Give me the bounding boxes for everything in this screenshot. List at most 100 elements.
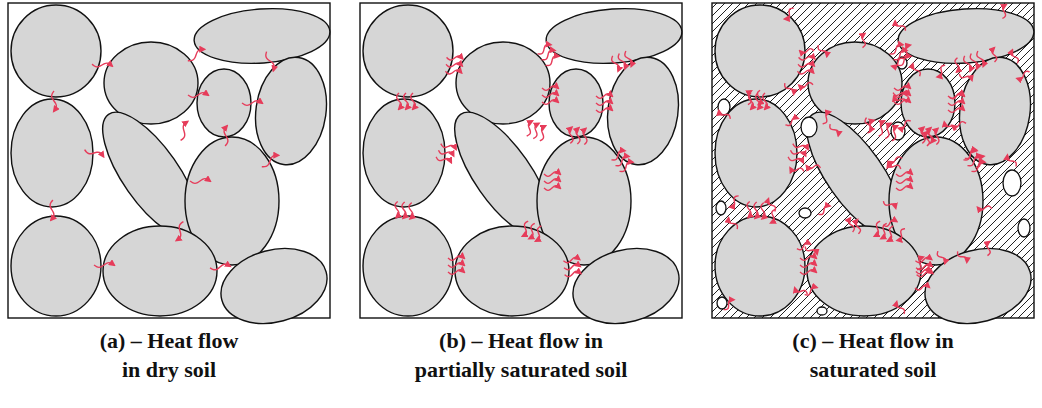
heat-flow-arrow [888, 157, 902, 163]
heat-flow-arrow [536, 226, 541, 241]
heat-flow-arrow [409, 203, 413, 219]
heat-flow-arrow [897, 56, 910, 66]
heat-flow-arrow [563, 257, 579, 262]
heat-flow-arrow [177, 222, 184, 241]
heat-flow-arrow [797, 70, 813, 74]
heat-flow-arrow [883, 201, 895, 208]
heat-flow-arrow [719, 111, 730, 119]
heat-flow-arrow [542, 86, 558, 91]
panel-caption: (a) – Heat flow in dry soil [94, 326, 244, 384]
heat-flow-arrow [818, 206, 829, 215]
heat-flow-arrow [436, 157, 451, 162]
heat-flow-arrow [927, 129, 933, 143]
heat-flow-arrow [596, 94, 612, 99]
heat-flow-arrow [266, 52, 274, 71]
heat-flow-arrow [965, 150, 976, 159]
heat-flow-arrow [411, 93, 416, 109]
heat-flow-arrow [799, 56, 815, 60]
heat-flow-arrow [447, 56, 463, 60]
heat-flow-arrow [790, 168, 804, 171]
heat-flow-arrow [952, 122, 966, 128]
heat-flow-arrow [785, 118, 797, 126]
heat-flow-arrow [1011, 50, 1018, 63]
heat-flow-arrow [619, 162, 632, 172]
heat-flow-arrow [395, 201, 399, 217]
heat-flow-arrow [862, 34, 866, 48]
heat-flow-arrow [855, 220, 860, 234]
heat-flow-arrow [542, 93, 558, 98]
heat-flow-arrow [992, 48, 997, 62]
heat-flow-arrow [527, 121, 532, 136]
heat-flow-arrow [747, 201, 751, 217]
heat-flow-arrow [446, 63, 462, 67]
heat-flow-arrow [441, 144, 456, 149]
heat-flow-arrow [896, 172, 912, 177]
heat-flow-arrow [883, 220, 897, 226]
heat-flow-arrow [895, 21, 905, 30]
heat-flow-arrow [748, 91, 751, 105]
heat-flow-arrow [800, 49, 814, 54]
heat-flow-arrow [445, 70, 461, 74]
heat-flow-arrow [785, 83, 794, 94]
heat-flow-arrow [397, 93, 402, 109]
heat-flow-arrow [896, 186, 912, 191]
heat-flow-arrow [976, 156, 984, 167]
heat-flow-arrow [797, 243, 810, 250]
heat-flow-arrow [448, 256, 464, 261]
heat-flow-arrow [937, 251, 945, 263]
heat-flow-arrow [805, 246, 817, 253]
heat-flow-arrow [986, 242, 990, 256]
heat-flow-arrow [915, 257, 931, 262]
heat-flow-arrow [958, 251, 967, 262]
heat-flow-arrow [892, 126, 897, 141]
heat-flow-arrow [448, 270, 464, 275]
heat-flow-arrow [50, 200, 54, 220]
heat-flow-arrow [545, 56, 558, 66]
heat-flow-arrow [978, 206, 992, 210]
heat-flow-arrow [188, 93, 208, 98]
heat-flow-arrow [1002, 5, 1005, 19]
heat-flow-arrow [818, 45, 827, 56]
heat-flow-arrow [938, 65, 946, 77]
heat-flow-arrow [523, 221, 528, 236]
heat-flow-arrow [402, 202, 406, 218]
heat-flow-arrow [793, 144, 808, 149]
heat-flow-arrow [807, 165, 821, 169]
heat-flow-arrow [1007, 155, 1016, 166]
heat-flow-arrow [896, 179, 912, 184]
heat-flow-arrow [242, 101, 262, 106]
heat-flow-arrow [823, 112, 830, 124]
heat-flow-arrow [438, 150, 453, 155]
heat-flow-arrow [730, 196, 739, 207]
heat-flow-arrow [569, 127, 573, 143]
heat-flow-arrow [805, 287, 817, 295]
heat-flow-arrow [964, 56, 971, 71]
heat-flow-arrow [544, 172, 560, 177]
air-bubbles [716, 57, 1030, 315]
heat-flow-arrow [897, 229, 905, 241]
heat-flow-arrow [892, 58, 904, 66]
heat-flow-arrow [576, 128, 580, 144]
heat-flow-arrow [612, 56, 619, 71]
heat-flow-arrow [795, 288, 808, 294]
heat-flow-arrow [800, 263, 816, 268]
heat-flow-arrow [85, 150, 104, 157]
heat-flow-arrow [404, 93, 409, 109]
heat-flow-arrow [902, 45, 910, 57]
heat-flow-arrow [190, 179, 210, 184]
heat-flow-arrow [565, 271, 581, 276]
heat-flow-arrow [879, 121, 884, 136]
heat-flow-arrow [894, 97, 907, 103]
heat-flow-arrow [785, 8, 794, 19]
heat-flow-arrow [1017, 71, 1029, 79]
heat-flow-arrow [728, 218, 737, 229]
heat-flow-arrow [959, 74, 972, 80]
heat-flow-arrow [830, 124, 839, 135]
heat-flow-arrow [950, 93, 964, 99]
heat-flow-arrow [875, 221, 880, 236]
heat-flow-arrow [800, 270, 816, 275]
heat-flow-arrow [724, 300, 734, 310]
heat-flow-arrow [181, 122, 188, 141]
heat-flow-arrow [529, 223, 534, 238]
heat-flow-arrow [799, 83, 813, 88]
